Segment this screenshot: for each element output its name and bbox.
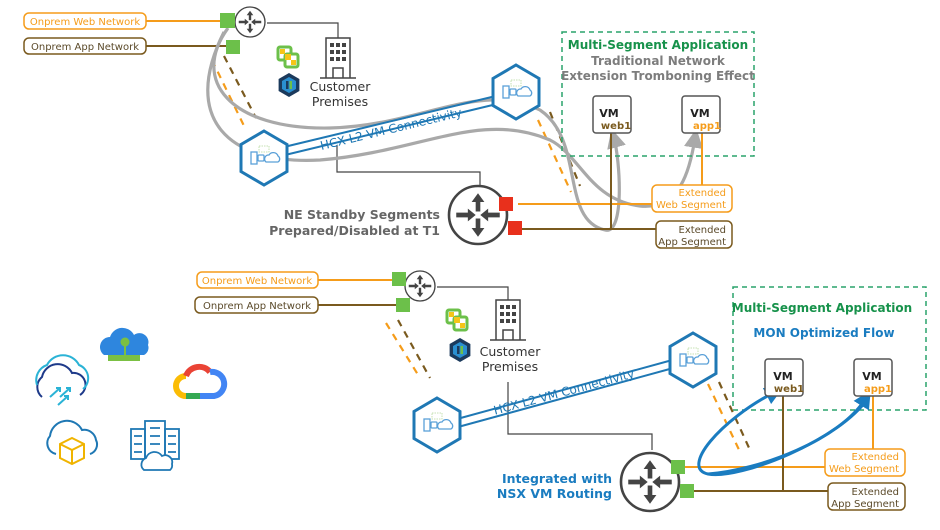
svg-text:VM: VM: [773, 370, 792, 383]
svg-text:VM: VM: [862, 370, 881, 383]
enabled-web-port-bottom: [671, 460, 685, 474]
vm-app1-bottom[interactable]: [853, 358, 893, 397]
disabled-web-port-top: [499, 197, 513, 211]
uplink-line-top: [336, 145, 481, 190]
google-cloud-icon: [173, 363, 228, 399]
hcx-link-label-bottom: HCX L2 VM Connectivity: [492, 367, 636, 418]
vm-web1-bottom[interactable]: [764, 358, 804, 397]
app-box-subtitle-bottom: MON Optimized Flow: [753, 326, 894, 340]
onprem-router-top-icon: [235, 7, 265, 37]
t1-caption-top: NE Standby Segments: [284, 207, 440, 222]
svg-text:Extended: Extended: [679, 188, 727, 199]
uplink-line-bottom: [507, 382, 653, 450]
svg-text:Onprem App Network: Onprem App Network: [203, 301, 311, 312]
onprem-router-bottom-icon: [405, 271, 435, 301]
app-box-title-top: Multi-Segment Application: [568, 38, 748, 52]
svg-text:Onprem Web Network: Onprem Web Network: [202, 276, 312, 287]
onprem-web-port-top: [220, 13, 235, 28]
svg-text:Extension Tromboning Effect: Extension Tromboning Effect: [561, 69, 755, 83]
extended-app-segment-top: [655, 220, 733, 249]
app-box-bottom: [732, 286, 927, 411]
bottom-scenario: HCX L2 VM Connectivity Customer Premises…: [194, 271, 927, 511]
customer-premises-label-bottom: Customer: [480, 344, 542, 359]
hcx-appliance-onprem-bottom-icon: [412, 396, 462, 454]
azure-network-cloud-icon: [100, 327, 149, 361]
svg-text:Onprem Web Network: Onprem Web Network: [30, 17, 140, 28]
extended-web-segment-bottom: [824, 448, 906, 477]
svg-text:Extended: Extended: [852, 487, 900, 498]
hcx-appliance-cloud-top-icon: [491, 63, 541, 121]
t1-router-top-icon: [449, 186, 507, 244]
svg-text:app1: app1: [693, 121, 721, 132]
onprem-web-pill-top: [23, 12, 147, 30]
vm-web1-top[interactable]: [592, 95, 632, 134]
datacenter-cloud-icon: [130, 420, 180, 471]
app-box-top: [561, 31, 755, 157]
svg-text:web1: web1: [774, 384, 804, 395]
hcx-appliance-cloud-bottom-icon: [668, 331, 718, 389]
building-bottom-icon: [489, 299, 527, 341]
vsphere-logo-bottom-icon: [445, 308, 469, 332]
migration-cloud-icon: [35, 354, 90, 406]
vsphere-logo-top-icon: [276, 45, 300, 69]
vm-app1-top[interactable]: [681, 95, 721, 134]
svg-text:Traditional Network: Traditional Network: [591, 54, 726, 68]
enabled-app-port-bottom: [680, 484, 694, 498]
onprem-web-port-bottom: [392, 272, 406, 286]
customer-premises-label-top: Customer: [310, 79, 372, 94]
svg-text:Extended: Extended: [679, 225, 727, 236]
hcx-logo-bottom-icon: [449, 338, 471, 362]
mon-flow-app: [707, 390, 871, 476]
onprem-app-pill-bottom: [194, 296, 319, 314]
extended-app-segment-bottom: [827, 482, 906, 511]
hcx-appliance-onprem-top-icon: [239, 129, 289, 187]
svg-text:app1: app1: [864, 384, 892, 395]
t1-caption-bottom: Integrated with: [502, 471, 612, 486]
svg-text:Web Segment: Web Segment: [656, 200, 726, 211]
t1-router-bottom-icon: [621, 453, 679, 511]
disabled-app-port-top: [508, 221, 522, 235]
onprem-web-pill-bottom: [196, 271, 319, 289]
cloud-provider-icons: [35, 327, 228, 471]
svg-text:web1: web1: [601, 121, 631, 132]
onprem-app-port-bottom: [396, 298, 410, 312]
onprem-app-pill-top: [23, 37, 147, 55]
svg-text:VM: VM: [690, 107, 709, 120]
svg-text:Premises: Premises: [482, 359, 538, 374]
cloud-package-icon: [46, 419, 99, 466]
svg-text:Extended: Extended: [852, 452, 900, 463]
svg-text:Web Segment: Web Segment: [829, 464, 899, 475]
app-box-title-bottom: Multi-Segment Application: [732, 301, 912, 315]
svg-text:App Segment: App Segment: [831, 499, 899, 510]
svg-text:App Segment: App Segment: [658, 237, 726, 248]
svg-text:Premises: Premises: [312, 94, 368, 109]
building-top-icon: [319, 37, 357, 79]
top-scenario: HCX L2 VM Connectivity Customer Premises…: [23, 7, 755, 249]
hcx-logo-top-icon: [278, 73, 300, 97]
svg-text:Prepared/Disabled at T1: Prepared/Disabled at T1: [269, 223, 440, 238]
onprem-app-port-top: [226, 40, 240, 54]
svg-text:NSX VM Routing: NSX VM Routing: [497, 486, 612, 501]
svg-text:VM: VM: [599, 107, 618, 120]
svg-text:Onprem App Network: Onprem App Network: [31, 42, 139, 53]
extended-web-segment-top: [651, 184, 733, 213]
